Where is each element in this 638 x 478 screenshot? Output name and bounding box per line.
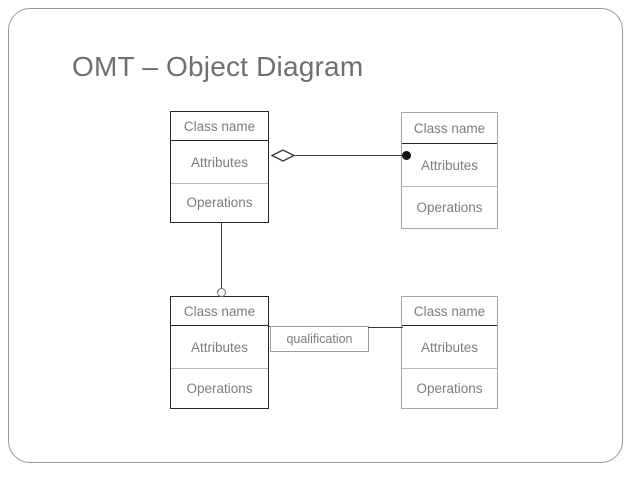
class-name-label: Class name — [171, 297, 268, 326]
association-connector-line-vertical — [221, 222, 222, 292]
qualifier-box[interactable]: qualification — [270, 326, 369, 352]
page-title: OMT – Object Diagram — [72, 51, 364, 82]
aggregation-diamond-icon — [271, 149, 295, 162]
class-box-bottom-left[interactable]: Class name Attributes Operations — [170, 296, 269, 409]
class-attributes-label: Attributes — [402, 144, 497, 187]
class-name-label: Class name — [171, 112, 268, 141]
hollow-ball-multiplicity-icon — [217, 288, 226, 297]
filled-ball-multiplicity-icon — [402, 151, 411, 160]
class-name-label: Class name — [402, 297, 497, 326]
aggregation-connector-line — [292, 155, 410, 156]
qualifier-connector-right — [368, 327, 403, 328]
class-name-label: Class name — [402, 113, 497, 144]
class-attributes-label: Attributes — [171, 326, 268, 369]
class-operations-label: Operations — [402, 369, 497, 407]
class-box-top-right[interactable]: Class name Attributes Operations — [401, 112, 498, 229]
slide-frame-border — [8, 8, 623, 463]
class-operations-label: Operations — [171, 184, 268, 221]
class-operations-label: Operations — [171, 369, 268, 407]
class-attributes-label: Attributes — [171, 141, 268, 184]
class-box-top-left[interactable]: Class name Attributes Operations — [170, 111, 269, 223]
class-operations-label: Operations — [402, 187, 497, 227]
class-attributes-label: Attributes — [402, 326, 497, 369]
class-box-bottom-right[interactable]: Class name Attributes Operations — [401, 296, 498, 409]
